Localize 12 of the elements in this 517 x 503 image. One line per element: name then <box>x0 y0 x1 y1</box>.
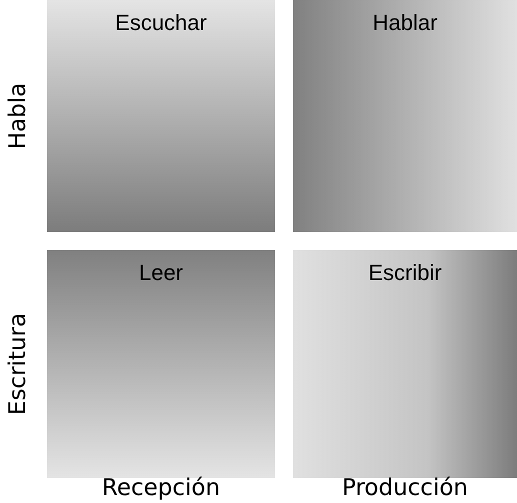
row-label: Habla <box>5 82 31 150</box>
gradient-panel <box>293 250 517 478</box>
column-label: Producción <box>342 475 468 501</box>
panel-title: Escribir <box>367 260 443 286</box>
panel-title: Escuchar <box>114 10 208 36</box>
column-label: Recepción <box>102 475 220 501</box>
gradient-panel <box>47 0 275 232</box>
gradient-panel <box>47 250 275 478</box>
row-label: Escritura <box>5 312 31 416</box>
gradient-panel <box>293 0 517 232</box>
panel-title: Leer <box>138 260 184 286</box>
panel-title: Hablar <box>372 10 438 36</box>
